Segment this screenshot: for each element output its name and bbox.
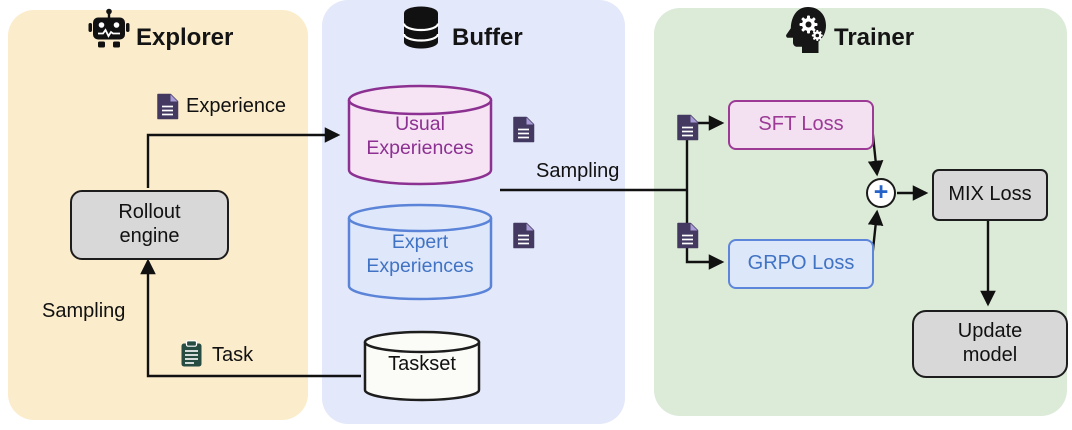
database-icon	[400, 5, 442, 51]
explorer-title: Explorer	[136, 24, 234, 51]
update-model-label: Update model	[957, 320, 1023, 366]
trainer-title: Trainer	[834, 24, 915, 51]
usual-experiences-cylinder	[347, 84, 493, 186]
expert-experiences-label: Expert Experiences	[366, 231, 474, 278]
task-label: Task	[212, 344, 254, 366]
grpo-doc-icon	[676, 222, 699, 249]
grpo-loss-box: GRPO Loss	[728, 239, 874, 289]
sft-doc-icon	[676, 114, 699, 141]
plus-sum-node: +	[866, 178, 896, 208]
task-clipboard-icon	[180, 340, 203, 368]
experience-doc-icon	[156, 93, 179, 120]
plus-sign: +	[873, 177, 889, 206]
update-model-box: Update model	[912, 310, 1068, 378]
experience-label: Experience	[186, 95, 287, 117]
sft-loss-box: SFT Loss	[728, 100, 874, 150]
expert-experiences-cylinder	[347, 203, 493, 301]
usual-doc-icon	[512, 116, 535, 143]
mix-loss-label: MIX Loss	[948, 183, 1032, 206]
taskset-label: Taskset	[388, 353, 456, 375]
expert-doc-icon	[512, 222, 535, 249]
mix-loss-box: MIX Loss	[932, 169, 1048, 221]
sft-loss-label: SFT Loss	[758, 113, 844, 136]
buffer-title: Buffer	[452, 24, 523, 51]
rollout-engine-label: Rollout engine	[118, 201, 181, 247]
taskset-cylinder	[363, 330, 481, 402]
grpo-loss-label: GRPO Loss	[747, 252, 855, 275]
explorer-sampling-label: Sampling	[42, 300, 126, 322]
rollout-engine-box: Rollout engine	[70, 190, 229, 260]
usual-experiences-label: Usual Experiences	[366, 113, 474, 160]
robot-icon	[86, 8, 132, 54]
head-gears-icon	[780, 4, 830, 56]
buffer-sampling-label: Sampling	[536, 160, 620, 182]
